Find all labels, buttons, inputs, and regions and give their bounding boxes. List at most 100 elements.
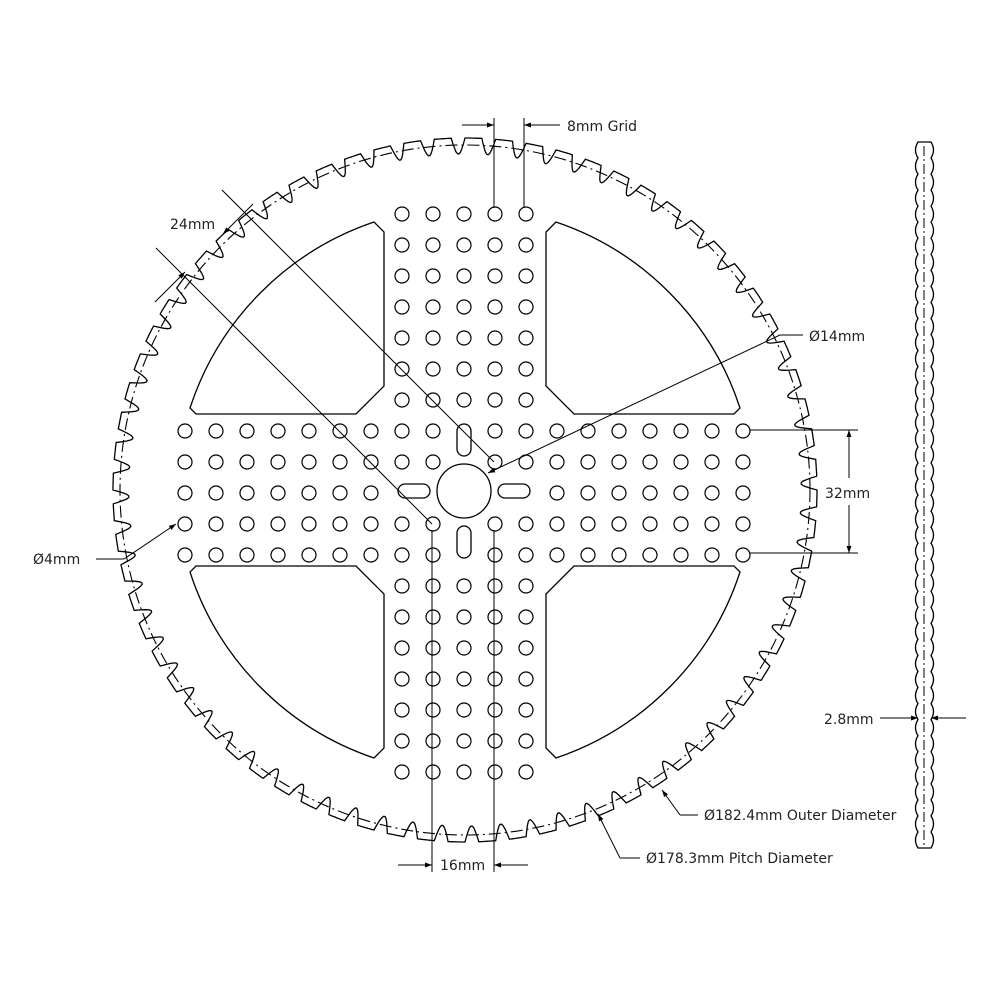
- mounting-hole: [735, 485, 751, 501]
- mounting-hole: [208, 485, 224, 501]
- mounting-hole: [487, 206, 503, 222]
- mounting-hole: [487, 609, 503, 625]
- center-features: [397, 423, 531, 559]
- mounting-hole: [425, 237, 441, 253]
- mounting-hole: [425, 268, 441, 284]
- mounting-hole: [518, 516, 534, 532]
- mounting-hole: [518, 268, 534, 284]
- mounting-hole: [611, 485, 627, 501]
- thickness-dimension-label: 2.8mm: [824, 712, 874, 728]
- mounting-hole: [456, 206, 472, 222]
- mounting-hole: [642, 516, 658, 532]
- window-cutouts: [189, 221, 741, 759]
- mounting-hole: [487, 733, 503, 749]
- mounting-hole: [332, 485, 348, 501]
- mounting-hole: [425, 764, 441, 780]
- mounting-hole: [394, 671, 410, 687]
- mounting-hole: [425, 609, 441, 625]
- mounting-hole: [394, 702, 410, 718]
- mounting-hole: [611, 516, 627, 532]
- center-bore-dimension-label: Ø14mm: [809, 329, 865, 345]
- mounting-hole: [394, 392, 410, 408]
- mounting-hole: [487, 268, 503, 284]
- mounting-hole: [735, 454, 751, 470]
- mounting-hole: [425, 454, 441, 470]
- mounting-hole: [301, 423, 317, 439]
- mounting-hole: [363, 485, 379, 501]
- mounting-hole: [673, 454, 689, 470]
- diagonal-dimension-label: 24mm: [170, 217, 215, 233]
- mounting-hole: [177, 423, 193, 439]
- mounting-hole: [518, 764, 534, 780]
- mounting-hole: [301, 454, 317, 470]
- window-cutout-bottom-left: [189, 565, 385, 759]
- mounting-hole: [611, 423, 627, 439]
- mounting-hole: [487, 640, 503, 656]
- outer-diameter-dimension-label: Ø182.4mm Outer Diameter: [704, 808, 897, 824]
- mounting-hole: [518, 237, 534, 253]
- mounting-hole: [704, 485, 720, 501]
- mounting-hole: [394, 609, 410, 625]
- mounting-hole: [518, 423, 534, 439]
- mounting-hole: [363, 547, 379, 563]
- mounting-hole: [332, 454, 348, 470]
- mounting-hole: [518, 609, 534, 625]
- mounting-hole: [642, 423, 658, 439]
- hole-grid: [177, 206, 751, 780]
- mounting-hole: [735, 516, 751, 532]
- mounting-hole: [363, 516, 379, 532]
- mounting-hole: [425, 392, 441, 408]
- mounting-hole: [487, 516, 503, 532]
- mounting-hole: [270, 485, 286, 501]
- mounting-hole: [425, 733, 441, 749]
- mounting-hole: [673, 485, 689, 501]
- mounting-hole: [177, 547, 193, 563]
- mounting-hole: [177, 516, 193, 532]
- mounting-hole: [456, 609, 472, 625]
- mounting-hole: [425, 299, 441, 315]
- vertical-spacing-dimension-label: 32mm: [825, 486, 870, 502]
- mounting-hole: [487, 702, 503, 718]
- window-cutout-top-right: [545, 221, 741, 415]
- mounting-hole: [394, 578, 410, 594]
- dimension-32mm: 32mm: [750, 429, 870, 554]
- dimension-outer-diameter: Ø182.4mm Outer Diameter: [661, 789, 897, 824]
- mounting-hole: [208, 423, 224, 439]
- mounting-hole: [270, 516, 286, 532]
- mounting-hole: [518, 330, 534, 346]
- mounting-hole: [270, 454, 286, 470]
- mounting-hole: [518, 299, 534, 315]
- dimension-small-hole: Ø4mm: [33, 523, 177, 568]
- mounting-hole: [549, 547, 565, 563]
- mounting-hole: [208, 454, 224, 470]
- mounting-hole: [394, 764, 410, 780]
- mounting-hole: [301, 516, 317, 532]
- mounting-hole: [518, 206, 534, 222]
- mounting-hole: [642, 485, 658, 501]
- mounting-hole: [425, 578, 441, 594]
- pitch-diameter-dimension-label: Ø178.3mm Pitch Diameter: [646, 851, 833, 867]
- mounting-hole: [270, 547, 286, 563]
- mounting-hole: [425, 547, 441, 563]
- mounting-hole: [518, 361, 534, 377]
- mounting-hole: [239, 454, 255, 470]
- mounting-hole: [487, 299, 503, 315]
- mounting-hole: [518, 733, 534, 749]
- mounting-hole: [394, 206, 410, 222]
- slot-top: [456, 423, 472, 457]
- mounting-hole: [456, 671, 472, 687]
- pitch-circle: [119, 144, 811, 836]
- mounting-hole: [487, 578, 503, 594]
- mounting-hole: [611, 454, 627, 470]
- mounting-hole: [487, 547, 503, 563]
- mounting-hole: [487, 423, 503, 439]
- mounting-hole: [239, 547, 255, 563]
- mounting-hole: [208, 516, 224, 532]
- mounting-hole: [549, 516, 565, 532]
- mounting-hole: [177, 485, 193, 501]
- mounting-hole: [394, 454, 410, 470]
- mounting-hole: [487, 330, 503, 346]
- mounting-hole: [518, 392, 534, 408]
- dimension-center-bore: Ø14mm: [487, 329, 865, 474]
